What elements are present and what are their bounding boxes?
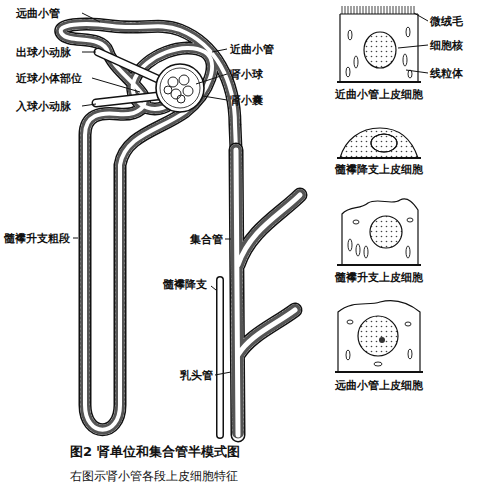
part-label: 线粒体 — [430, 67, 463, 80]
part-label: 乳头管 — [180, 369, 213, 382]
part-label: 近球小体部位 — [16, 72, 82, 85]
part-label: 远曲小管 — [16, 7, 60, 20]
part-label: 肾小球 — [230, 68, 263, 81]
part-label: 肾小囊 — [230, 94, 263, 107]
part-label: 近曲小管 — [230, 43, 274, 56]
part-label: 微绒毛 — [430, 15, 463, 28]
part-label: 髓襻降支上皮细胞 — [335, 163, 423, 176]
part-label: 入球小动脉 — [16, 100, 71, 113]
part-label: 细胞核 — [430, 39, 463, 52]
part-label: 近曲小管上皮细胞 — [335, 88, 423, 101]
part-label: 集合管 — [190, 233, 223, 246]
part-label: 远曲小管上皮细胞 — [335, 379, 423, 392]
figure-caption: 右图示肾小管各段上皮细胞特征 — [70, 468, 238, 485]
figure-title: 图2 肾单位和集合管半模式图 — [70, 443, 240, 461]
part-label: 出球小动脉 — [16, 46, 71, 59]
part-label: 髓襻升支上皮细胞 — [335, 271, 423, 284]
part-label: 髓襻升支粗段 — [4, 232, 70, 245]
part-label: 髓襻降支 — [163, 278, 207, 291]
